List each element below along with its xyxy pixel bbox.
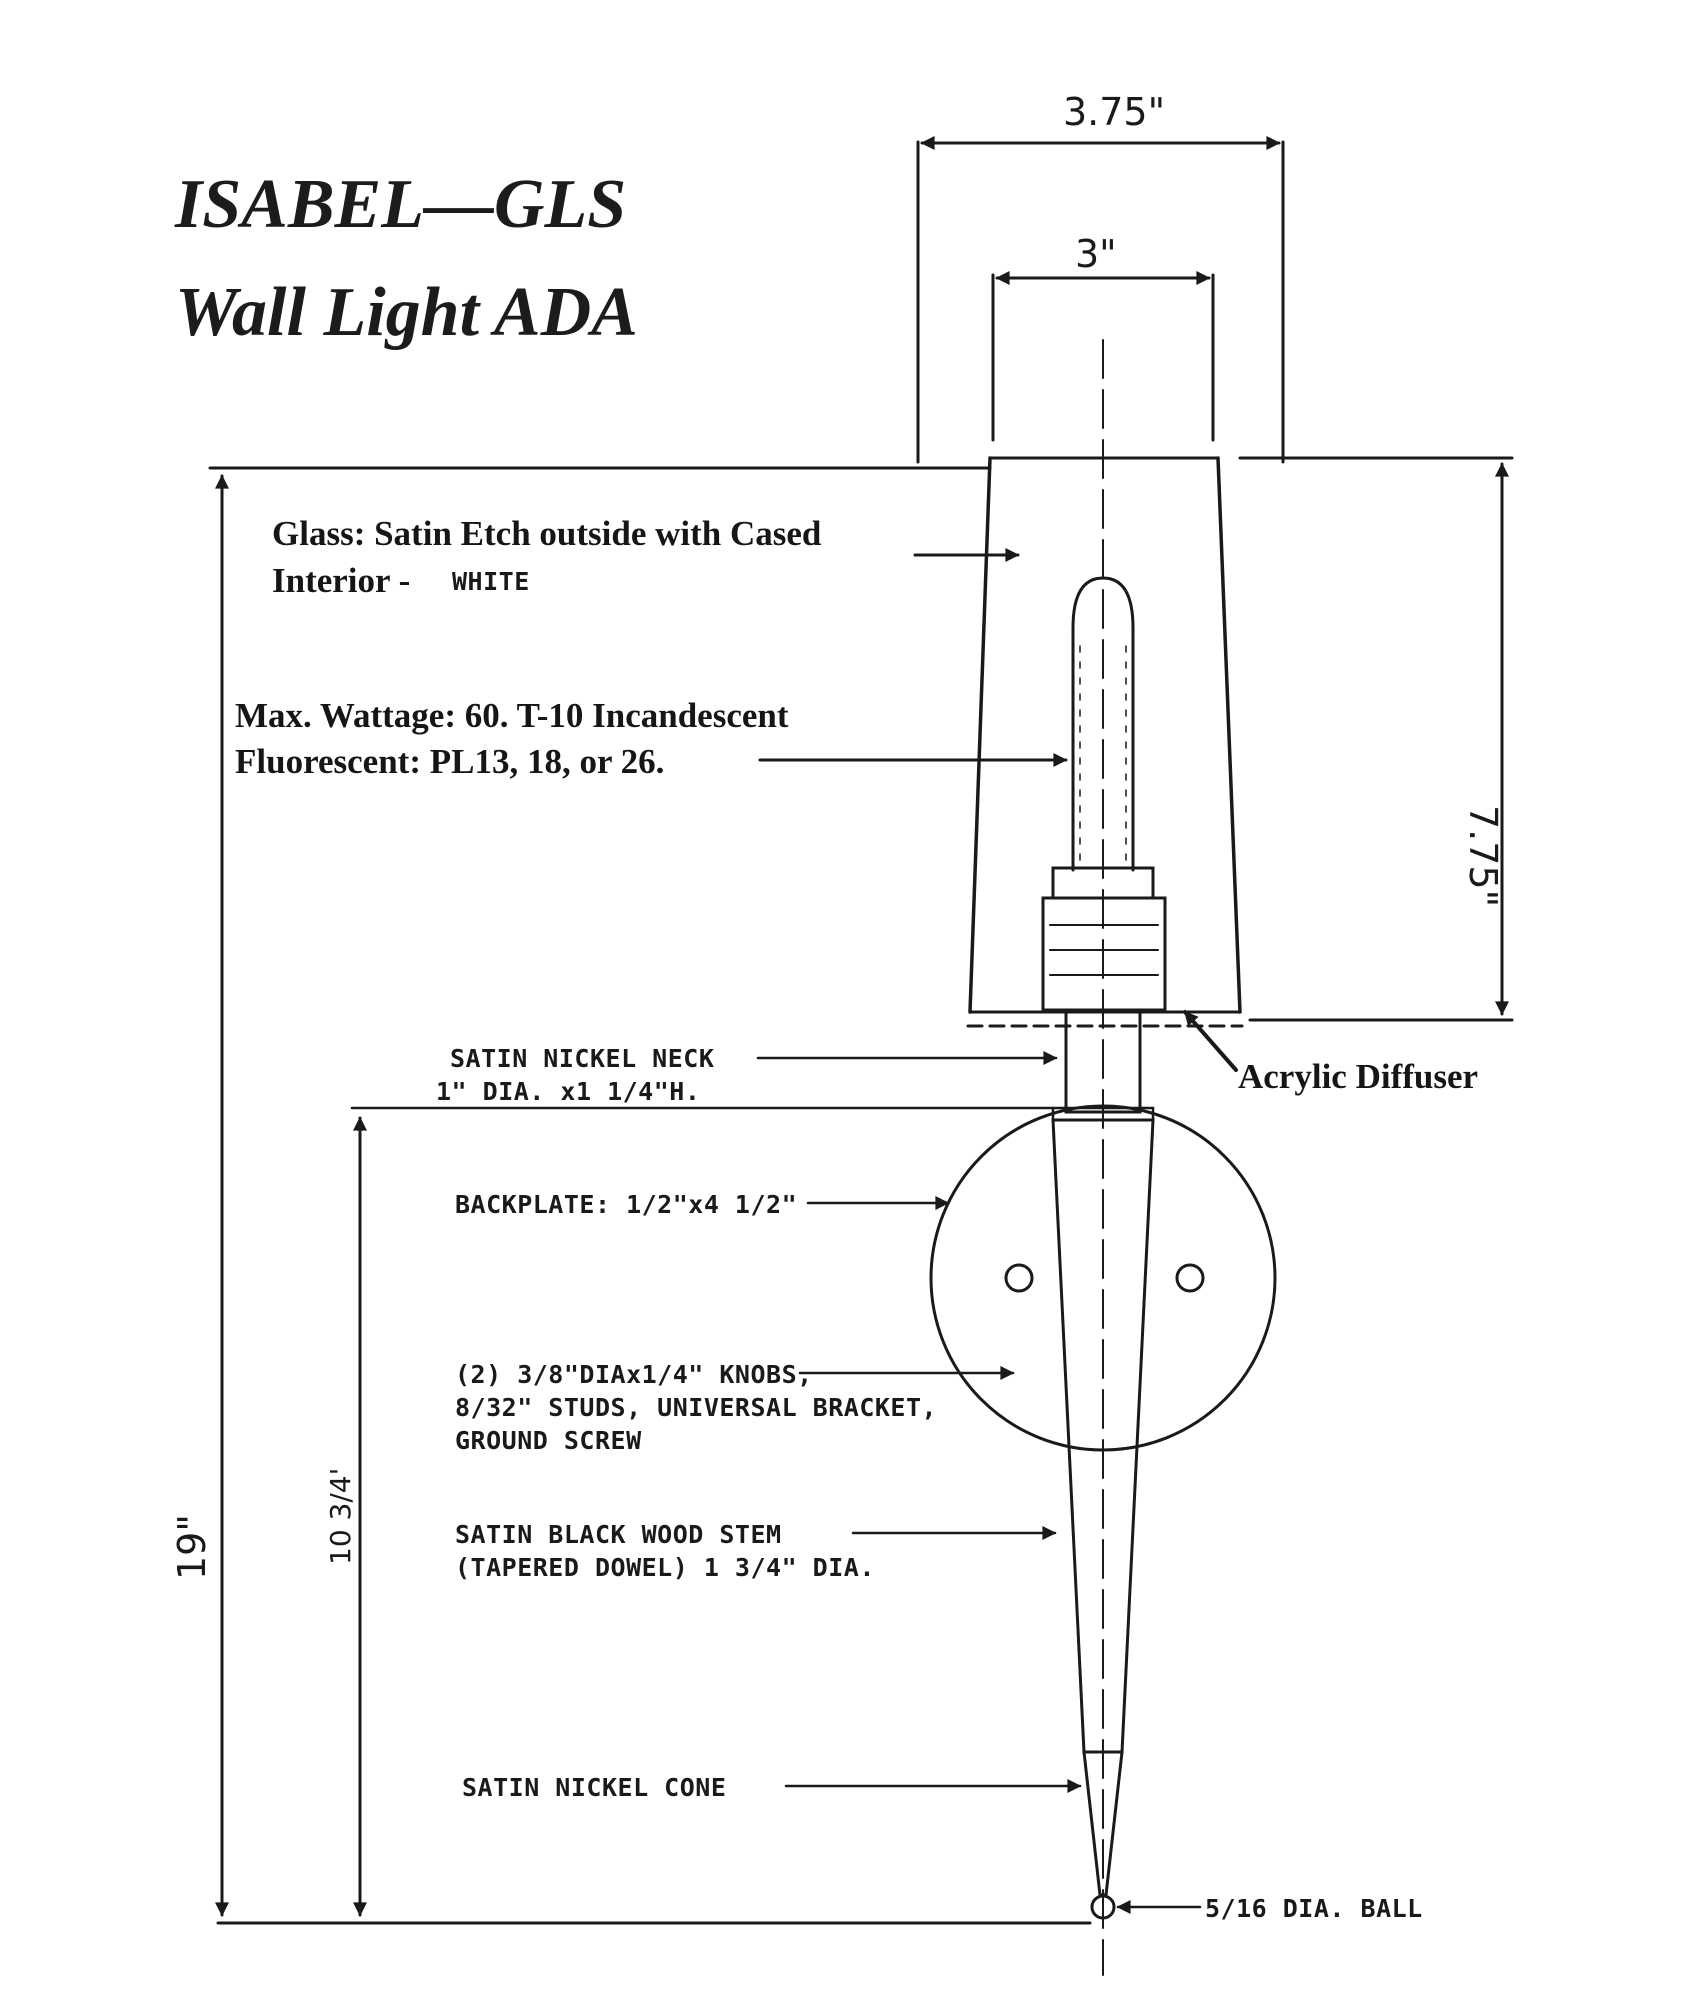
glass-shade bbox=[968, 456, 1242, 1014]
knob-left bbox=[1004, 1263, 1034, 1293]
backplate-spec: BACKPLATE: 1/2"x4 1/2" bbox=[455, 1190, 797, 1219]
end-ball bbox=[1090, 1894, 1116, 1920]
knobs-spec-line-1: (2) 3/8"DIAx1/4" KNOBS, bbox=[455, 1360, 813, 1389]
glass-height-dimension: 7.75" bbox=[1238, 456, 1514, 1022]
backplate bbox=[929, 1104, 1277, 1452]
glass-callout: Glass: Satin Etch outside with Cased Int… bbox=[272, 514, 1020, 600]
wattage-callout: Max. Wattage: 60. T-10 Incandescent Fluo… bbox=[235, 696, 1068, 781]
knobs-spec-line-2: 8/32" STUDS, UNIVERSAL BRACKET, bbox=[455, 1393, 937, 1422]
knob-right bbox=[1175, 1263, 1205, 1293]
backplate-callout: BACKPLATE: 1/2"x4 1/2" bbox=[455, 1190, 950, 1219]
stem-height-label: 10 3/4' bbox=[324, 1468, 357, 1565]
glass-width-dimension: 3" bbox=[991, 232, 1215, 442]
overall-height-dimension: 19" bbox=[170, 466, 1092, 1925]
stem-callout: SATIN BLACK WOOD STEM (TAPERED DOWEL) 1 … bbox=[455, 1520, 1057, 1582]
stem-height-dimension: 10 3/4' bbox=[324, 1106, 1055, 1917]
wattage-spec-line-1: Max. Wattage: 60. T-10 Incandescent bbox=[235, 696, 789, 735]
neck-spec-line-2: 1" DIA. x1 1/4"H. bbox=[436, 1077, 700, 1106]
overall-width-label: 3.75" bbox=[1063, 90, 1165, 134]
knobs-callout: (2) 3/8"DIAx1/4" KNOBS, 8/32" STUDS, UNI… bbox=[455, 1360, 1015, 1455]
overall-width-dimension: 3.75" bbox=[916, 90, 1285, 464]
cone-spec: SATIN NICKEL CONE bbox=[462, 1773, 726, 1802]
glass-spec-color: WHITE bbox=[452, 567, 530, 596]
ball-spec: 5/16 DIA. BALL bbox=[1205, 1894, 1423, 1923]
knobs-spec-line-3: GROUND SCREW bbox=[455, 1426, 642, 1455]
neck-spec-line-1: SATIN NICKEL NECK bbox=[450, 1044, 714, 1073]
stem-spec-line-1: SATIN BLACK WOOD STEM bbox=[455, 1520, 782, 1549]
stem-spec-line-2: (TAPERED DOWEL) 1 3/4" DIA. bbox=[455, 1553, 875, 1582]
title-line-1: ISABEL—GLS bbox=[174, 166, 626, 243]
lamp-socket bbox=[1041, 866, 1167, 1012]
wattage-spec-line-2: Fluorescent: PL13, 18, or 26. bbox=[235, 742, 664, 781]
ball-callout: 5/16 DIA. BALL bbox=[1116, 1894, 1423, 1923]
satin-nickel-neck bbox=[1064, 1010, 1142, 1114]
overall-height-label: 19" bbox=[170, 1514, 214, 1580]
title-line-2: Wall Light ADA bbox=[175, 274, 638, 351]
neck-callout: SATIN NICKEL NECK 1" DIA. x1 1/4"H. bbox=[436, 1044, 1058, 1106]
diffuser-callout: Acrylic Diffuser bbox=[1183, 1010, 1478, 1096]
lamp-bulb bbox=[1071, 576, 1135, 872]
glass-height-label: 7.75" bbox=[1461, 805, 1505, 907]
glass-spec-line-1: Glass: Satin Etch outside with Cased bbox=[272, 514, 822, 553]
cone-callout: SATIN NICKEL CONE bbox=[462, 1773, 1082, 1802]
diffuser-label: Acrylic Diffuser bbox=[1238, 1057, 1478, 1096]
glass-spec-line-2: Interior - bbox=[272, 561, 410, 600]
glass-width-label: 3" bbox=[1075, 232, 1117, 276]
